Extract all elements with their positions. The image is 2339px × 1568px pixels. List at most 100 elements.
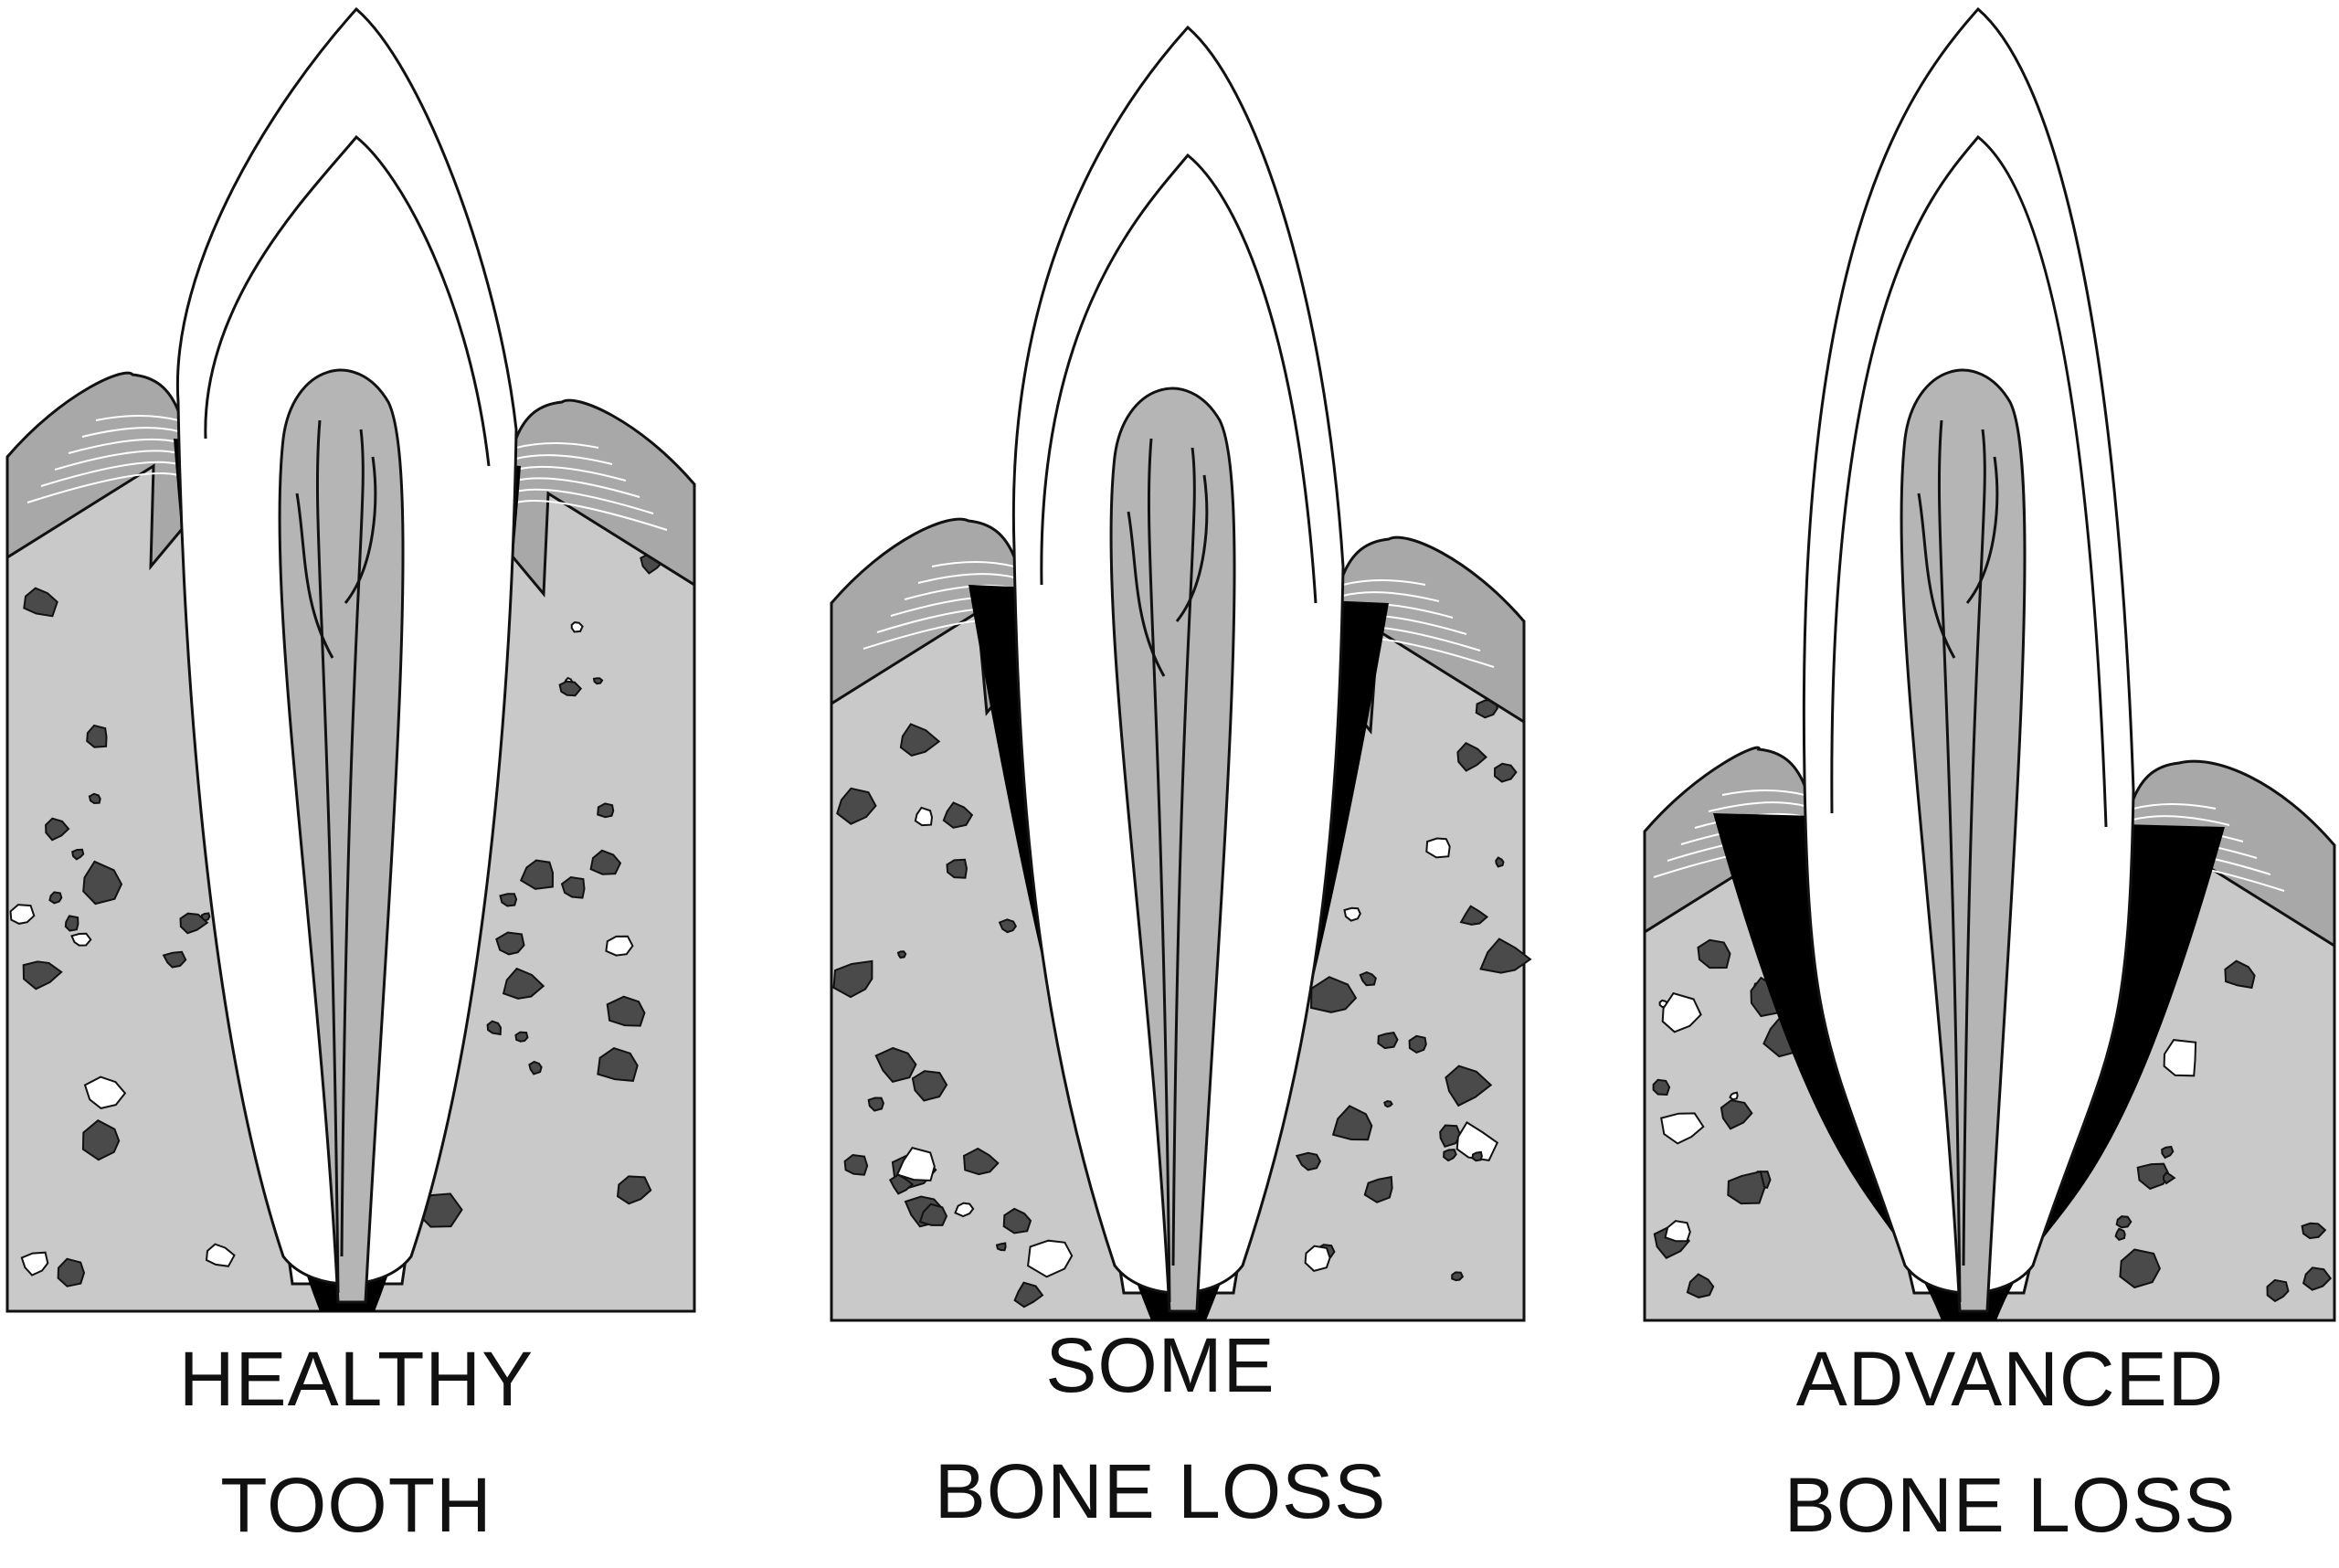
bone-pore <box>499 893 518 907</box>
gum-fiber <box>2133 803 2217 810</box>
gum-fiber <box>917 573 1015 584</box>
bone-pore <box>962 1147 1000 1176</box>
caption-line-1: ADVANCED <box>1795 1336 2225 1422</box>
bone-pore <box>2266 1278 2290 1303</box>
bone-pore <box>20 1251 49 1277</box>
pulp-vessel <box>1965 456 1999 604</box>
bone-pore <box>57 1257 86 1287</box>
bone-pore <box>592 677 604 685</box>
bone-pore <box>1459 905 1489 926</box>
bone-pore <box>179 912 209 935</box>
bone-pore <box>1661 991 1702 1033</box>
caption-line-2: BONE LOSS <box>934 1448 1387 1534</box>
caption-advanced-bone-loss: ADVANCED BONE LOSS <box>1690 1316 2330 1568</box>
bone-pore <box>82 860 123 906</box>
bone-pore <box>911 1070 948 1102</box>
panel-advanced-bone-loss <box>1643 6 2336 1322</box>
bone-pore <box>836 787 877 825</box>
bone-pore <box>1727 1171 1766 1205</box>
caption-healthy-tooth: HEALTHY TOOTH <box>110 1316 603 1568</box>
bone-pore <box>1363 1175 1393 1203</box>
pulp-vessel <box>340 429 365 1257</box>
pulp-vessel <box>1962 429 1986 1266</box>
bone-pore <box>1425 837 1451 859</box>
bone-pore <box>70 932 92 947</box>
pulp-vessel <box>1937 419 1962 1303</box>
bone-pore <box>560 875 586 899</box>
bone-pore <box>1408 1034 1427 1054</box>
gum-fiber <box>515 488 654 514</box>
bone-pore <box>519 859 555 890</box>
dentin-line <box>1040 153 1318 604</box>
bone-pore <box>605 935 634 957</box>
pulp-vessel <box>1175 474 1209 622</box>
bone-pore <box>1455 1121 1499 1161</box>
bone-pore <box>2301 1222 2327 1240</box>
bone-pore <box>843 1153 869 1176</box>
bone-pore <box>45 817 70 842</box>
bone-pore <box>597 1046 639 1082</box>
bone-pore <box>205 1243 236 1267</box>
gum-fiber <box>1342 591 1440 602</box>
bone-pore <box>1697 938 1731 969</box>
panel-healthy-tooth <box>5 6 696 1313</box>
bone-pore <box>2161 1145 2175 1160</box>
bone-pore <box>1456 741 1487 772</box>
bone-pore <box>64 915 79 932</box>
bone-pore <box>1439 1124 1462 1149</box>
bone-pore <box>942 801 974 829</box>
gum-fiber <box>95 415 179 421</box>
bone-pore <box>998 918 1017 934</box>
bone-pore <box>558 680 583 697</box>
bone-pore <box>2119 1248 2162 1289</box>
gum-fiber <box>1708 801 1805 812</box>
bone-pore <box>2136 1162 2170 1191</box>
bone-pore <box>1383 1099 1393 1108</box>
bone-pore <box>1451 1271 1465 1282</box>
bone-pore <box>1479 938 1532 974</box>
gum-fiber <box>515 465 627 482</box>
gum-fiber <box>2133 815 2230 826</box>
bone-pore <box>1443 1149 1457 1162</box>
bone-pore <box>2302 1266 2333 1291</box>
pulp-vessel <box>295 493 334 659</box>
bone-pore <box>954 1202 975 1218</box>
bone-pore <box>71 848 85 861</box>
gum-fiber <box>81 427 179 438</box>
bone-pore <box>1343 906 1361 922</box>
bone-pore <box>874 1046 917 1084</box>
bone-pore <box>22 960 63 991</box>
bone-pore <box>1660 1112 1705 1145</box>
caption-line-1: SOME <box>1045 1322 1275 1408</box>
bone-pore <box>914 806 934 827</box>
caption-line-2: TOOTH <box>220 1462 492 1548</box>
bone-pore <box>2162 1171 2176 1185</box>
pulp-vessel <box>344 456 377 604</box>
bone-pore <box>1309 976 1358 1013</box>
bone-pore <box>896 950 907 959</box>
gum-fiber <box>26 472 179 503</box>
bone-pore <box>589 849 622 875</box>
gum-fiber <box>931 561 1015 567</box>
bone-pore <box>1720 1099 1753 1130</box>
bone-pore <box>946 858 968 879</box>
gum-fiber <box>68 438 179 454</box>
bone-pore <box>1295 1151 1322 1171</box>
pulp-vessel <box>1917 493 1956 659</box>
gum-fiber <box>1342 579 1426 586</box>
dentin-line <box>1830 134 2108 828</box>
bone-pore <box>502 967 545 1000</box>
gum-fiber <box>515 454 613 465</box>
bone-pore <box>1729 1091 1739 1101</box>
bone-pore <box>895 1146 936 1181</box>
bone-pore <box>1304 1245 1331 1273</box>
caption-some-bone-loss: SOME BONE LOSS <box>841 1302 1480 1554</box>
bone-pore <box>528 1060 543 1075</box>
bone-pore <box>597 802 615 819</box>
bone-pore <box>1493 762 1518 783</box>
pulp <box>1900 368 2027 1313</box>
caption-line-1: HEALTHY <box>178 1336 534 1422</box>
bone-pore <box>1445 1065 1493 1107</box>
